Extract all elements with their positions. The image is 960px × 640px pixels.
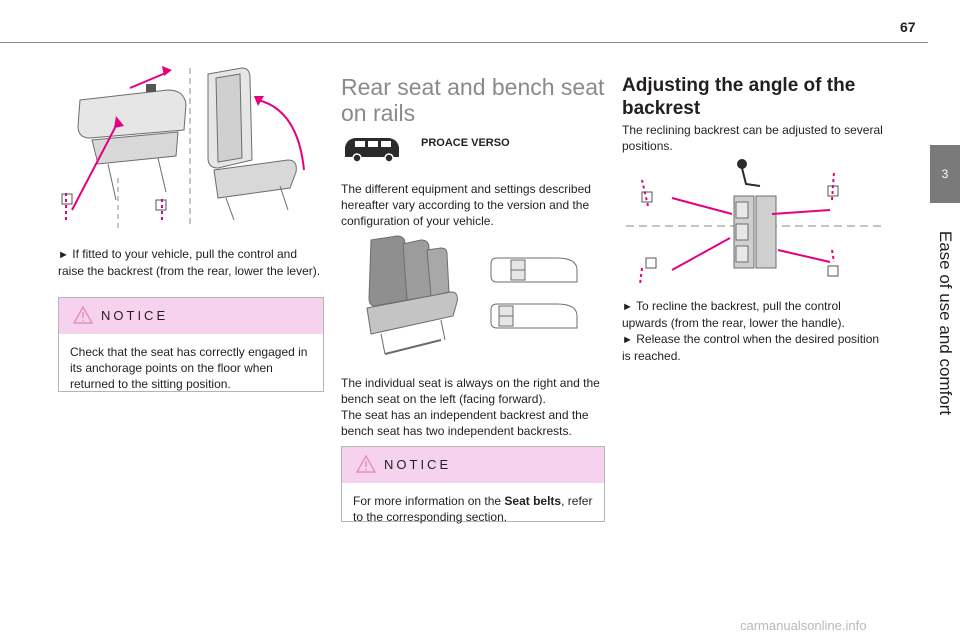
seat-paragraph-2: The seat has an independent backrest and…	[341, 408, 589, 438]
seat-paragraph-1: The individual seat is always on the rig…	[341, 376, 600, 406]
notice-text-start: For more information on the	[353, 494, 505, 508]
notice-title: NOTICE	[101, 308, 169, 323]
step-1: To recline the backrest, pull the contro…	[622, 299, 845, 330]
page-number: 67	[900, 19, 916, 35]
backrest-angle-illustration	[626, 159, 884, 285]
header-divider	[0, 42, 928, 43]
bullet-arrow: ►	[622, 334, 633, 346]
chapter-tab[interactable]: 3	[930, 145, 960, 203]
notice-box: NOTICE Check that the seat has correctly…	[58, 297, 324, 392]
chapter-tab-background	[930, 203, 960, 443]
warning-icon	[73, 306, 93, 324]
step-2: Release the control when the desired pos…	[622, 332, 880, 363]
rear-seats-illustration	[366, 235, 578, 355]
intro-text: The reclining backrest can be adjusted t…	[622, 123, 883, 153]
vehicle-row: PROACE VERSO	[341, 135, 607, 175]
instruction-text: ► If fitted to your vehicle, pull the co…	[58, 246, 324, 279]
notice-box: NOTICE For more information on the Seat …	[341, 446, 605, 524]
bullet-arrow: ►	[58, 249, 69, 261]
seat-belts-link[interactable]: Seat belts	[504, 494, 562, 508]
column-1: ► If fitted to your vehicle, pull the co…	[58, 60, 324, 392]
chapter-label: Ease of use and comfort	[936, 230, 955, 416]
notice-text: Check that the seat has correctly engage…	[70, 345, 308, 391]
watermark: carmanualsonline.info	[740, 618, 867, 633]
van-icon	[345, 138, 399, 163]
steps-text: ► To recline the backrest, pull the cont…	[622, 298, 888, 364]
vehicle-label: PROACE VERSO	[421, 137, 510, 149]
seat-description: The individual seat is always on the rig…	[341, 375, 607, 439]
section-heading: Rear seat and bench seat on rails	[341, 74, 605, 126]
bullet-arrow: ►	[622, 301, 633, 313]
notice-header: NOTICE	[342, 447, 604, 483]
notice-header: NOTICE	[59, 298, 323, 334]
notice-text-end: , refer to the corresponding section.	[353, 494, 593, 524]
notice-title: NOTICE	[384, 457, 452, 472]
seat-backrest-illustration	[61, 66, 305, 228]
notice-text: For more information on the Seat belts, …	[342, 483, 604, 535]
section-heading: Adjusting the angle of the backrest	[622, 75, 856, 119]
intro-text: The different equipment and settings des…	[341, 182, 591, 228]
instruction-content: If fitted to your vehicle, pull the cont…	[58, 247, 321, 278]
warning-icon	[356, 455, 376, 473]
